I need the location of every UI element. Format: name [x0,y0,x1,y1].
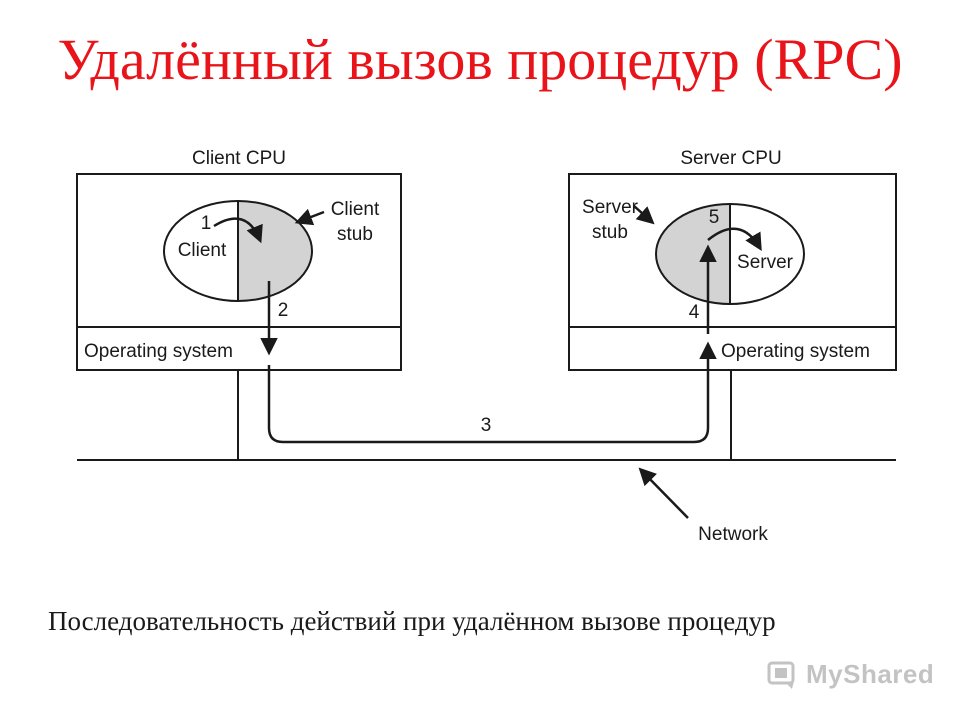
slide-caption: Последовательность действий при удалённо… [48,606,776,636]
step-4-label: 4 [689,302,700,323]
client-stub-pointer-arrow [294,208,325,226]
server-cpu-box [568,173,897,371]
network-label: Network [698,524,768,545]
client-stub-label-line2: stub [337,224,373,245]
network-pointer-arrow [638,467,689,519]
step-3-label: 3 [481,415,492,436]
myshared-logo-text: MyShared [806,658,935,689]
network-bus [77,370,896,461]
server-stub-label-line2: stub [592,222,628,243]
myshared-watermark: MyShared [766,654,934,694]
server-cpu-label: Server CPU [680,148,781,169]
server-stub-label-line1: Server [582,197,639,218]
client-cpu-label: Client CPU [192,148,286,169]
myshared-logo-icon [767,661,795,689]
server-stub-pointer-arrow [633,205,655,225]
step-1-arrow [213,217,263,244]
server-label: Server [737,252,794,273]
client-os-label: Operating system [84,341,233,362]
step-5-arrow [707,227,762,252]
slide-title: Удалённый вызов процедур (RPC) [57,27,903,92]
server-process-ellipse [655,203,805,305]
step-3-arrow [267,341,717,444]
step-2-label: 2 [278,300,289,321]
step-1-label: 1 [201,213,212,234]
step-5-label: 5 [709,207,720,228]
client-label: Client [178,240,227,261]
client-stub-label-line1: Client [331,199,380,220]
server-os-label: Operating system [721,341,870,362]
